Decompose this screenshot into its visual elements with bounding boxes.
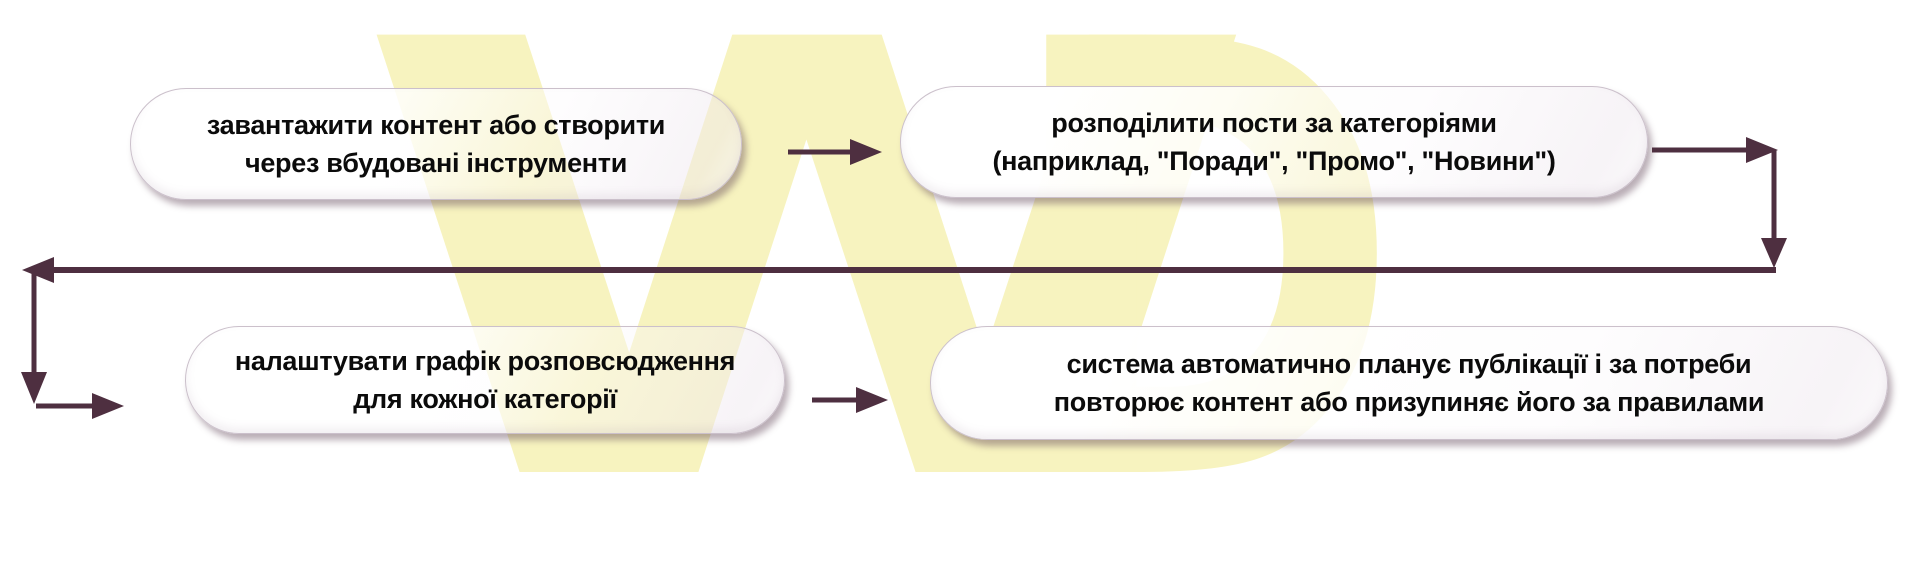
arrow-step3-to-step4 — [812, 387, 888, 413]
step-box-schedule-setup: налаштувати графік розповсюдження для ко… — [185, 326, 785, 434]
step2-line2: (наприклад, "Поради", "Промо", "Новини") — [992, 146, 1556, 176]
step4-line1: система автоматично планує публікації і … — [1066, 349, 1752, 379]
watermark-letter-d: D — [1002, 0, 1402, 562]
step3-line1: налаштувати графік розповсюдження — [234, 346, 736, 376]
step1-line2: через вбудовані інструменти — [244, 148, 628, 178]
return-line — [22, 257, 1776, 283]
step-box-upload-content: завантажити контент або створити через в… — [130, 88, 742, 200]
arrow-step2-to-return-line — [1652, 137, 1787, 268]
arrow-step1-to-step2 — [788, 139, 882, 165]
arrow-return-line-to-step3 — [21, 272, 124, 419]
step-box-categorize-posts: розподілити пости за категоріями (наприк… — [900, 86, 1648, 198]
step1-line1: завантажити контент або створити — [206, 110, 666, 140]
watermark-letter-w: W — [352, 0, 1262, 562]
step4-line2: повторює контент або призупиняє його за … — [1053, 387, 1765, 417]
step-box-auto-planning: система автоматично планує публікації і … — [930, 326, 1888, 440]
step2-line1: розподілити пости за категоріями — [1051, 108, 1497, 138]
step3-line2: для кожної категорії — [353, 384, 617, 414]
